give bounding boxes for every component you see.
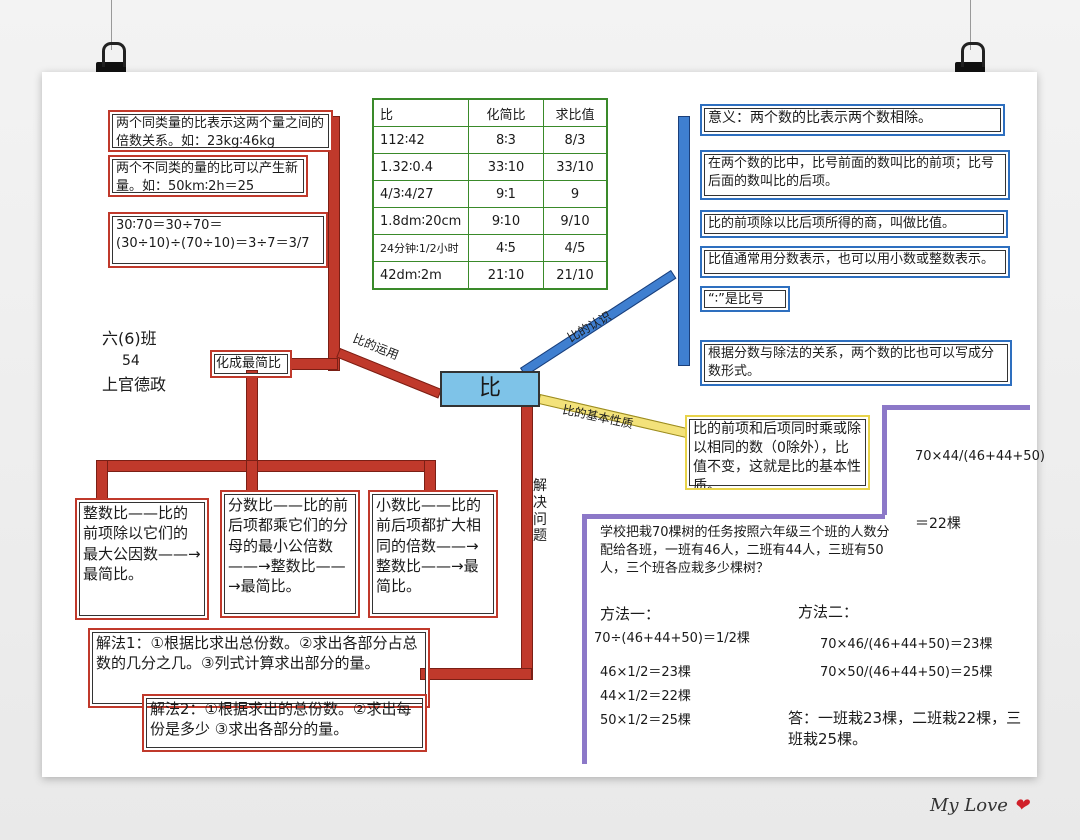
table-cell: 112∶42 [372, 126, 469, 154]
connector-line [328, 116, 340, 371]
connector-line [246, 460, 258, 492]
frame-line [882, 405, 887, 515]
note-ratio-meaning: 两个同类量的比表示这两个量之间的倍数关系。如：23kg∶46kg [108, 110, 333, 152]
connector-line [96, 460, 436, 472]
table-cell: 33∶10 [468, 153, 544, 181]
solution-method-2: 解法2：①根据求出的总份数。②求出每份是多少 ③求出各部分的量。 [142, 694, 427, 752]
method1-step: 70÷(46+44+50)＝1/2棵 [594, 631, 750, 646]
table-cell: 24分钟∶1/2小时 [372, 234, 469, 262]
table-cell: 9∶1 [468, 180, 544, 208]
simplify-title: 化成最简比 [210, 350, 292, 378]
author-name: 上官德政 [102, 375, 167, 394]
connector-line [424, 460, 436, 492]
connector-line [96, 460, 108, 500]
solution-method-1: 解法1：①根据比求出总份数。②求出各部分占总数的几分之几。③列式计算求出部分的量… [88, 628, 430, 708]
method-fraction-ratio: 分数比——比的前后项都乘它们的分母的最小公倍数——→整数比——→最简比。 [220, 490, 360, 618]
knowledge-ratio-sign: “∶”是比号 [700, 286, 790, 312]
table-header: 化简比 [468, 98, 544, 127]
table-cell: 21∶10 [468, 261, 544, 290]
table-cell: 1.8dm∶20cm [372, 207, 469, 235]
side-calc-result: ＝22棵 [915, 516, 961, 532]
method1-step: 50×1/2＝25棵 [600, 713, 691, 728]
table-cell: 4/5 [543, 234, 608, 262]
connector-line [521, 405, 533, 680]
signature: My Love ❤ [930, 795, 1029, 816]
table-cell: 9/10 [543, 207, 608, 235]
connector-line [420, 668, 532, 680]
method1-step: 44×1/2＝22棵 [600, 689, 691, 704]
table-header: 求比值 [543, 98, 608, 127]
hanging-string [111, 0, 112, 50]
author-number: 54 [122, 353, 140, 369]
frame-line [582, 514, 587, 764]
method1-title: 方法一： [600, 605, 661, 623]
table-cell: 4/3∶4/27 [372, 180, 469, 208]
connector-line [678, 116, 690, 366]
method2-title: 方法二： [798, 603, 859, 621]
method1-step: 46×1/2＝23棵 [600, 665, 691, 680]
table-cell: 4∶5 [468, 234, 544, 262]
connector-line [246, 370, 258, 465]
side-calc: 70×44/(46+44+50) [915, 449, 1045, 464]
problem-statement: 学校把栽70棵树的任务按照六年级三个班的人数分配给各班，一班有46人，二班有44… [600, 525, 890, 577]
author-class: 六(6)班 [102, 329, 157, 348]
hanging-string [970, 0, 971, 50]
branch-label-solve: 解决问题 [533, 478, 547, 545]
knowledge-ratio-value: 比的前项除以比后项所得的商，叫做比值。 [700, 210, 1008, 238]
note-new-quantity: 两个不同类的量的比可以产生新量。如：50km∶2h＝25 [108, 155, 308, 197]
table-cell: 9 [543, 180, 608, 208]
method-decimal-ratio: 小数比——比的前后项都扩大相同的倍数——→整数比——→最简比。 [368, 490, 498, 618]
connector-line [288, 358, 338, 370]
knowledge-value-forms: 比值通常用分数表示，也可以用小数或整数表示。 [700, 246, 1010, 278]
table-cell: 8∶3 [468, 126, 544, 154]
table-header: 比 [372, 98, 469, 127]
knowledge-meaning: 意义：两个数的比表示两个数相除。 [700, 104, 1005, 136]
center-node: 比 [440, 371, 540, 407]
table-cell: 21/10 [543, 261, 608, 290]
knowledge-fraction-form: 根据分数与除法的关系，两个数的比也可以写成分数形式。 [700, 340, 1012, 386]
frame-line [582, 514, 885, 519]
signature-text: My Love [930, 795, 1008, 816]
method-integer-ratio: 整数比——比的前项除以它们的最大公因数——→最简比。 [75, 498, 209, 620]
table-cell: 8/3 [543, 126, 608, 154]
method2-step: 70×50/(46+44+50)＝25棵 [820, 665, 993, 680]
table-cell: 42dm∶2m [372, 261, 469, 290]
knowledge-terms: 在两个数的比中，比号前面的数叫比的前项；比号后面的数叫比的后项。 [700, 150, 1010, 200]
answer-text: 答：一班栽23棵，二班栽22棵，三班栽25棵。 [788, 709, 1022, 748]
table-cell: 1.32∶0.4 [372, 153, 469, 181]
frame-line [884, 405, 1030, 410]
note-example-calc: 30∶70＝30÷70＝(30÷10)÷(70÷10)＝3÷7＝3/7 [108, 212, 328, 268]
table-cell: 9∶10 [468, 207, 544, 235]
table-cell: 33/10 [543, 153, 608, 181]
method2-step: 70×46/(46+44+50)＝23棵 [820, 637, 993, 652]
basic-property-box: 比的前项和后项同时乘或除以相同的数（0除外），比值不变，这就是比的基本性质。 [685, 415, 870, 490]
heart-icon: ❤ [1013, 795, 1029, 816]
